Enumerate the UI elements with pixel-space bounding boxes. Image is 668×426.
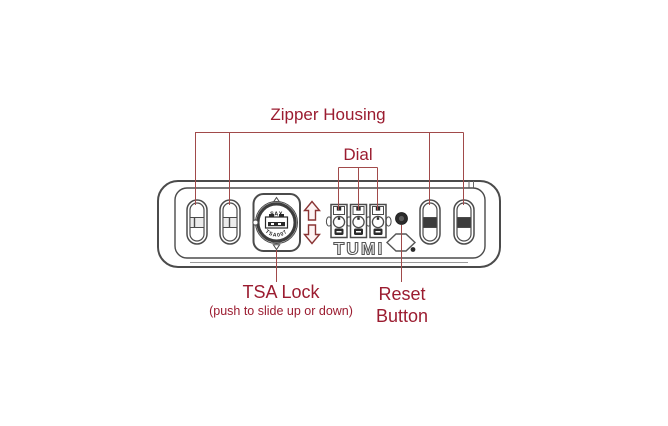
reset-label-line2: Button — [375, 306, 429, 326]
slide-indicator-down-triangle-icon — [272, 244, 281, 251]
dial-1 — [330, 203, 348, 239]
zipper-slot-1 — [186, 199, 208, 245]
svg-text:TSA007: TSA007 — [264, 229, 289, 239]
cylinder-arc-marking: TSA007 — [264, 229, 288, 239]
zipper-slot-3 — [419, 199, 441, 245]
reset-button — [395, 212, 408, 225]
dial-label: Dial — [343, 145, 373, 164]
reset-button-label: Reset Button — [327, 283, 477, 327]
leader-lines — [195, 132, 464, 282]
cylinder-side-notch — [252, 219, 259, 226]
housing-seam-ticks — [468, 181, 474, 188]
zipper-housing-label: Zipper Housing — [270, 105, 386, 124]
tsa-lock-cylinder: SAX TSA007 — [252, 201, 298, 244]
slide-up-arrow-icon — [303, 200, 321, 221]
tsa-lock-label: TSA Lock — [242, 282, 320, 302]
zipper-slot-4 — [453, 199, 475, 245]
keyhole-icon — [264, 214, 289, 229]
zipper-slot-2 — [219, 199, 241, 245]
slide-down-arrow-icon — [303, 224, 321, 245]
reset-label-line1: Reset — [378, 284, 426, 304]
zipper-housing-leader-lines — [195, 132, 464, 205]
dial-leader-lines — [338, 167, 378, 210]
dial-3 — [369, 203, 387, 239]
tumi-logo: TUMI — [334, 239, 385, 259]
tsa-lock-note: (push to slide up or down) — [209, 304, 353, 318]
tsa-lock-module: SAX TSA007 — [252, 193, 301, 252]
cylinder-top-marking: SAX — [270, 212, 283, 218]
